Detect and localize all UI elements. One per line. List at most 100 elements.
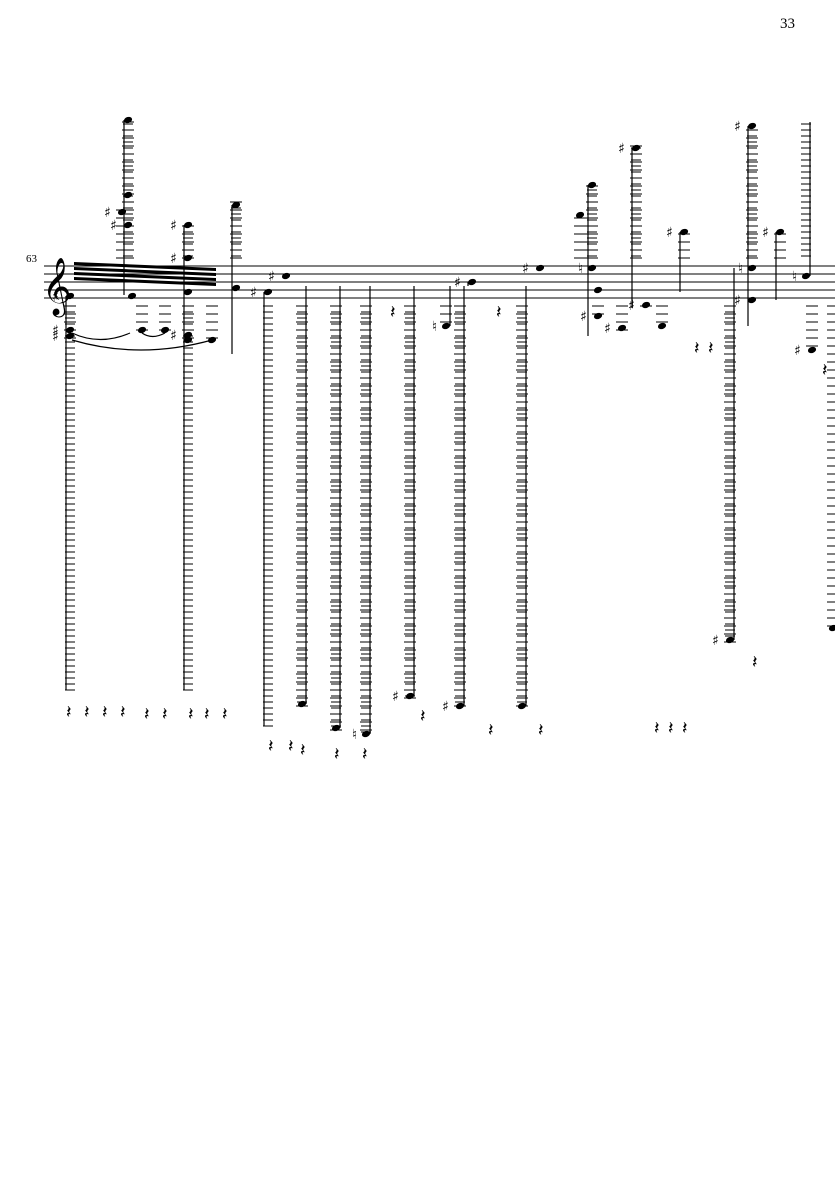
quarter-rest-icon: 𝄽	[668, 718, 674, 739]
notehead-icon	[231, 284, 241, 292]
notehead-icon	[641, 301, 651, 309]
notehead-icon	[281, 272, 291, 280]
quarter-rest-icon: 𝄽	[66, 702, 72, 723]
notehead-icon	[183, 331, 193, 339]
natural-icon: ♮	[738, 261, 743, 277]
sharp-icon: ♯	[170, 218, 177, 234]
notehead-icon	[801, 272, 811, 280]
ledger-lines	[64, 121, 835, 733]
notehead-icon	[65, 292, 75, 300]
quarter-rest-icon: 𝄽	[268, 736, 274, 757]
quarter-rest-icon: 𝄽	[538, 720, 544, 741]
notehead-icon	[183, 288, 193, 296]
note-beam	[74, 267, 216, 276]
quarter-rest-icon: 𝄽	[120, 702, 126, 723]
accidentals: ♯♯♯♯♯♯♯♯♯♯♮♯♮♯♯♯♮♯♯♯♯♯♯♯♮♯♯♮♯	[52, 119, 801, 743]
notehead-icon	[725, 636, 735, 644]
quarter-rest-icon: 𝄽	[300, 740, 306, 761]
note-beam	[74, 262, 216, 271]
notehead-icon	[183, 336, 193, 344]
sharp-icon: ♯	[104, 205, 111, 221]
quarter-rest-icon: 𝄽	[334, 744, 340, 765]
notehead-icon	[679, 228, 689, 236]
notehead-icon	[331, 724, 341, 732]
sharp-icon: ♯	[666, 225, 673, 241]
sharp-icon: ♯	[170, 251, 177, 267]
note-beam	[74, 272, 216, 281]
quarter-rest-icon: 𝄽	[420, 706, 426, 727]
quarter-rest-icon: 𝄽	[496, 302, 502, 323]
notehead-icon	[441, 322, 451, 330]
tie-curve	[71, 339, 213, 351]
notehead-icon	[263, 288, 273, 296]
notehead-icon	[231, 201, 241, 209]
sharp-icon: ♯	[628, 298, 635, 314]
sharp-icon: ♯	[734, 293, 741, 309]
notehead-icon	[160, 326, 170, 334]
noteheads	[65, 116, 835, 738]
notehead-icon	[617, 324, 627, 332]
sharp-icon: ♯	[618, 141, 625, 157]
notehead-icon	[117, 208, 127, 216]
quarter-rest-icon: 𝄽	[84, 702, 90, 723]
sharp-icon: ♯	[52, 329, 59, 345]
natural-icon: ♮	[432, 319, 437, 335]
quarter-rest-icon: 𝄽	[822, 360, 828, 381]
notehead-icon	[123, 221, 133, 229]
sharp-icon: ♯	[522, 261, 529, 277]
notehead-icon	[657, 322, 667, 330]
quarter-rest-icon: 𝄽	[102, 702, 108, 723]
notehead-icon	[123, 116, 133, 124]
sharp-icon: ♯	[454, 275, 461, 291]
notehead-icon	[123, 191, 133, 199]
sharp-icon: ♯	[604, 321, 611, 337]
quarter-rest-icon: 𝄽	[188, 704, 194, 725]
sharp-icon: ♯	[762, 225, 769, 241]
treble-clef-icon: 𝄞	[42, 257, 72, 318]
ties	[71, 332, 213, 351]
natural-icon: ♮	[792, 269, 797, 285]
quarter-rest-icon: 𝄽	[162, 704, 168, 725]
notehead-icon	[807, 346, 817, 354]
sharp-icon: ♯	[392, 689, 399, 705]
sharp-icon: ♯	[442, 699, 449, 715]
notehead-icon	[747, 122, 757, 130]
sharp-icon: ♯	[52, 289, 59, 305]
quarter-rest-icon: 𝄽	[204, 704, 210, 725]
tie-curve	[71, 332, 131, 341]
notehead-icon	[747, 296, 757, 304]
sharp-icon: ♯	[712, 633, 719, 649]
quarter-rest-icon: 𝄽	[288, 736, 294, 757]
quarter-rest-icon: 𝄽	[752, 652, 758, 673]
quarter-rest-icon: 𝄽	[694, 338, 700, 359]
notehead-icon	[575, 211, 585, 219]
notehead-icon	[467, 278, 477, 286]
page-number: 33	[780, 16, 795, 32]
sharp-icon: ♯	[268, 269, 275, 285]
sharp-icon: ♯	[52, 323, 59, 339]
quarter-rest-icon: 𝄽	[708, 338, 714, 359]
notehead-icon	[405, 692, 415, 700]
natural-icon: ♮	[578, 261, 583, 277]
notehead-icon	[65, 332, 75, 340]
notehead-icon	[535, 264, 545, 272]
note-stems	[65, 120, 811, 734]
notehead-icon	[593, 312, 603, 320]
notehead-icon	[137, 326, 147, 334]
sharp-icon: ♯	[250, 285, 257, 301]
notehead-icon	[747, 264, 757, 272]
notehead-icon	[631, 144, 641, 152]
sharp-icon: ♯	[170, 328, 177, 344]
natural-icon: ♮	[352, 727, 357, 743]
quarter-rest-icon: 𝄽	[362, 744, 368, 765]
measure-number: 63	[26, 253, 37, 265]
sharp-icon: ♯	[734, 119, 741, 135]
note-beams	[74, 262, 216, 286]
notehead-icon	[828, 624, 835, 632]
quarter-rest-icon: 𝄽	[682, 718, 688, 739]
notehead-icon	[775, 228, 785, 236]
notehead-icon	[297, 700, 307, 708]
quarter-rest-icon: 𝄽	[654, 718, 660, 739]
